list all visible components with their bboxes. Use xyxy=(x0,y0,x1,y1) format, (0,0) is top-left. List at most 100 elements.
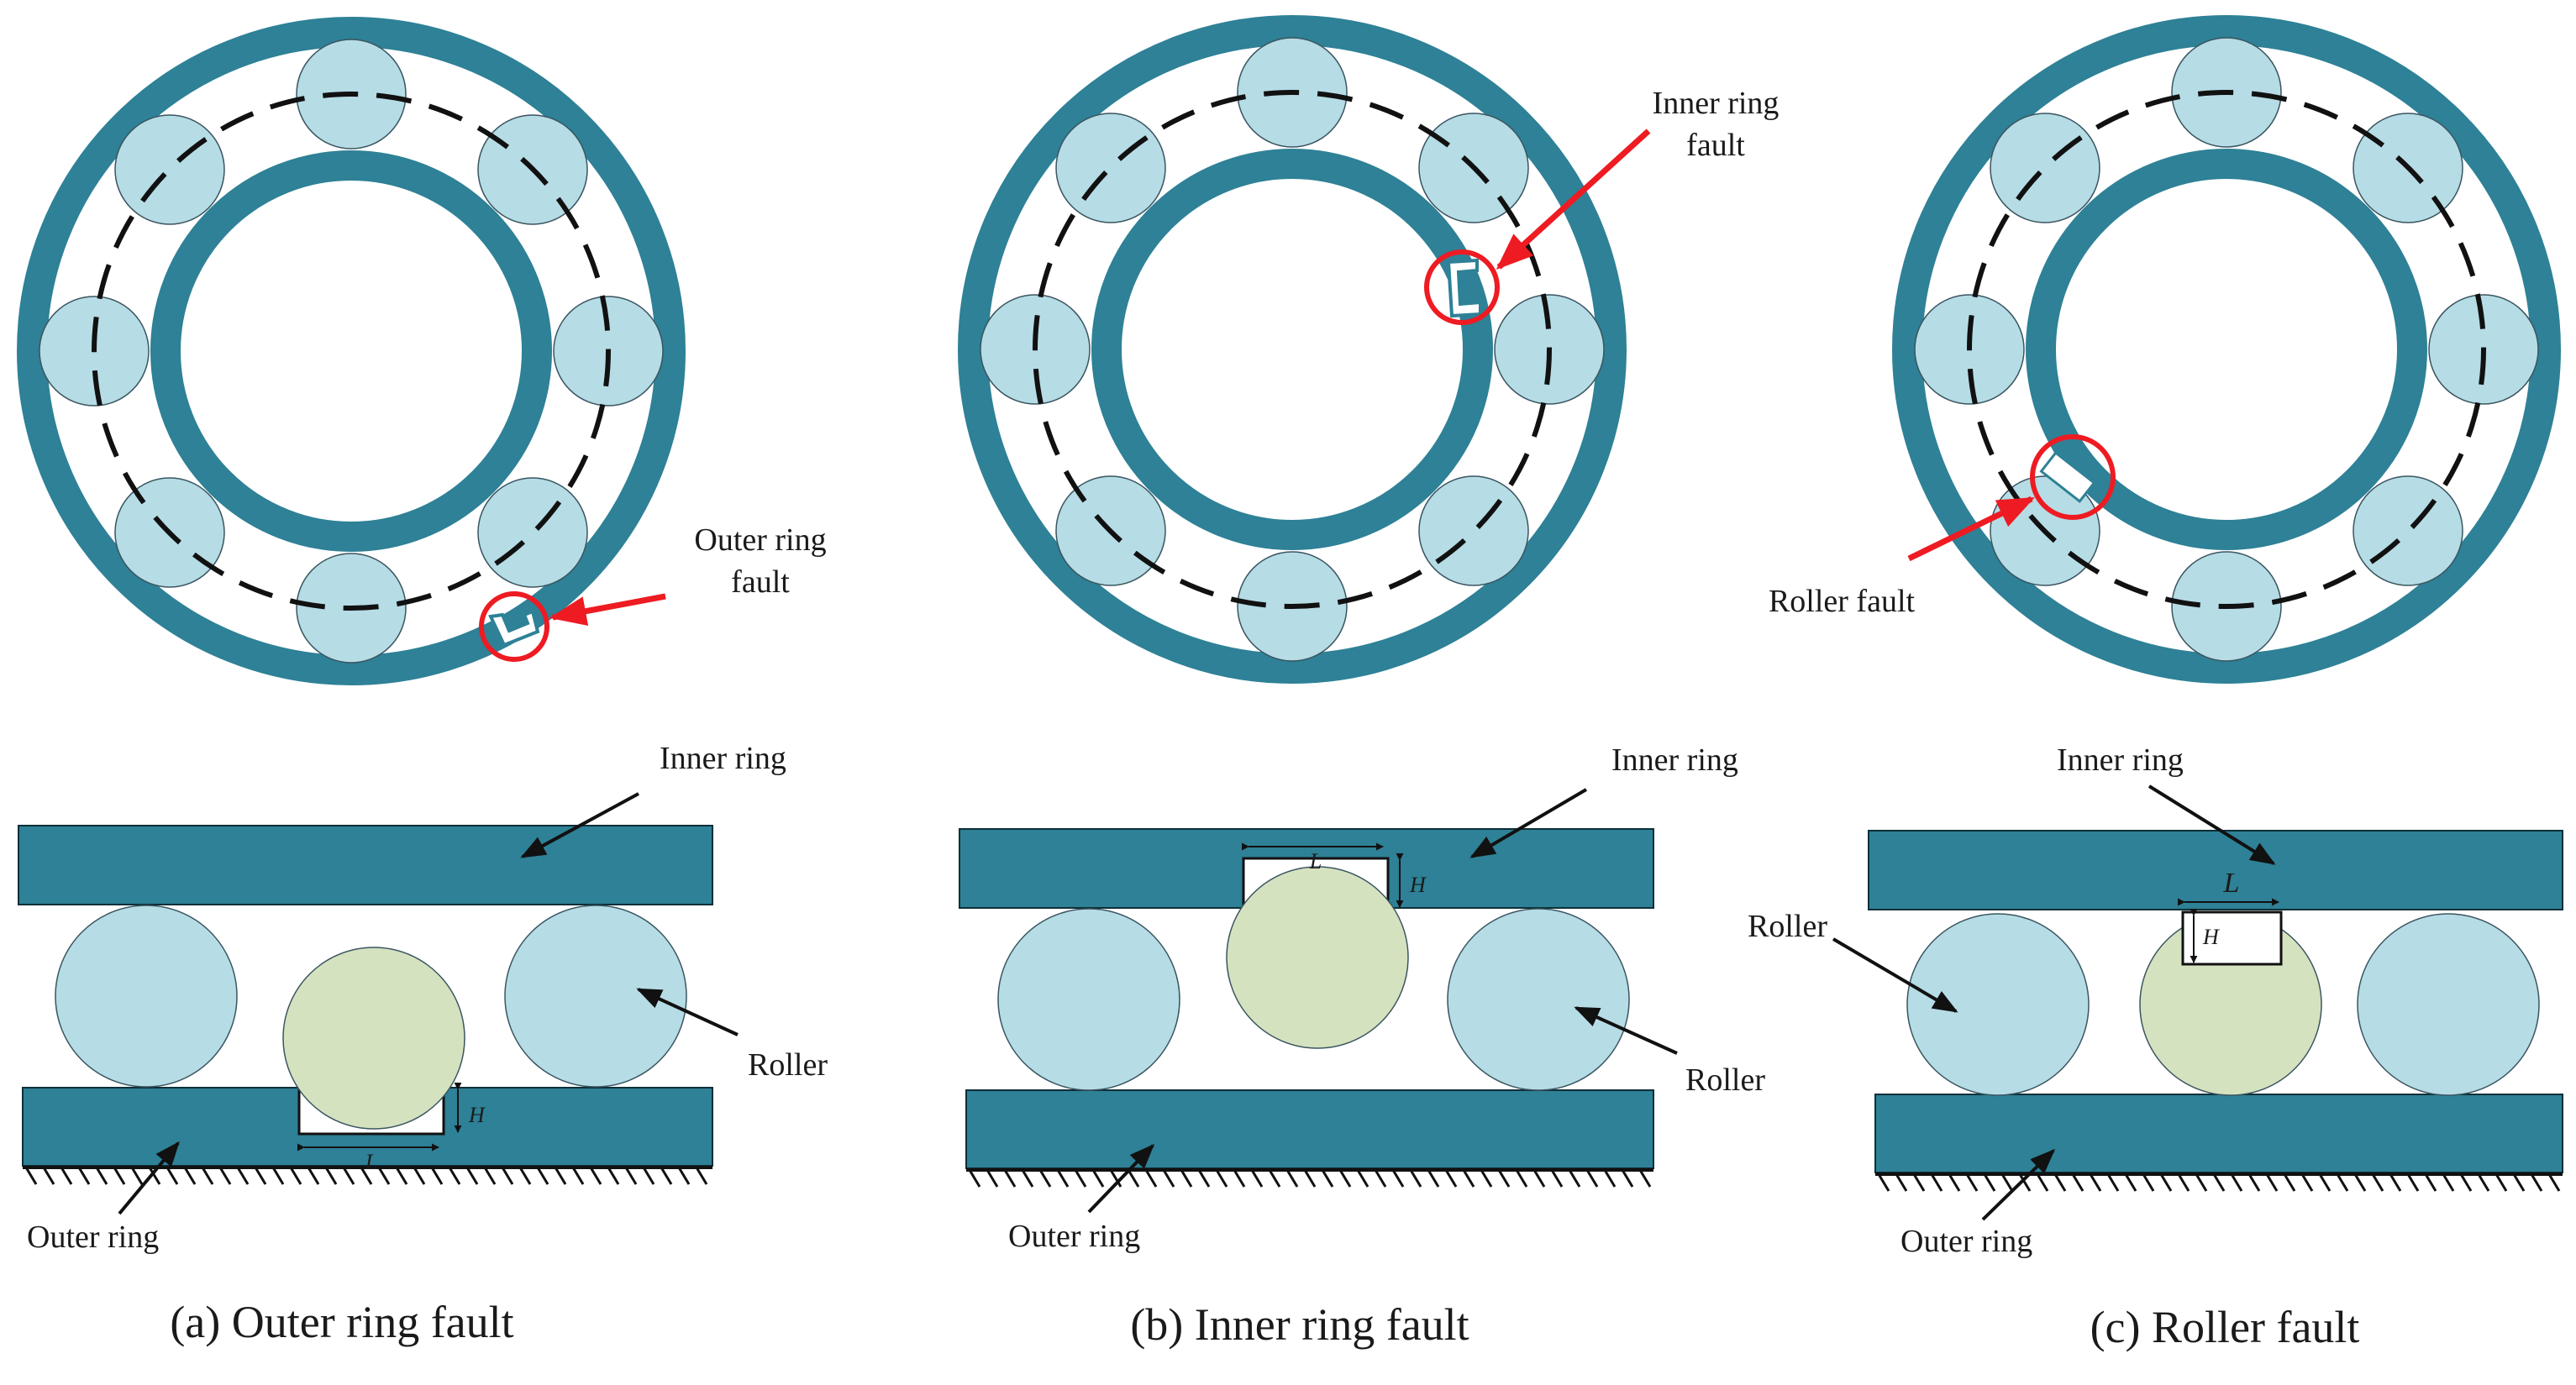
hatch-stroke xyxy=(1568,1169,1581,1188)
hatch-stroke xyxy=(60,1167,73,1185)
hatch-stroke xyxy=(2477,1173,2490,1192)
fault-marker-circle xyxy=(479,591,549,662)
cage xyxy=(92,92,611,611)
inner-ring-bar xyxy=(1868,830,2563,910)
hatch-stroke xyxy=(1965,1173,1979,1192)
panel-b: Inner ring fault L H Inner ring Roller O… xyxy=(958,15,1779,1350)
hatch-stroke xyxy=(536,1167,549,1185)
hatch-stroke xyxy=(1233,1169,1246,1188)
hatch-stroke xyxy=(2406,1173,2420,1192)
hatch-stroke xyxy=(2442,1173,2455,1192)
panel-caption: (c) Roller fault xyxy=(2090,1302,2360,1352)
hatch-stroke xyxy=(307,1167,320,1185)
outer-ring-pointer xyxy=(118,1141,180,1215)
hatch-stroke xyxy=(2124,1173,2137,1192)
roller xyxy=(55,905,238,1088)
hatch-stroke xyxy=(1285,1169,1299,1188)
hatch-stroke xyxy=(2530,1173,2543,1192)
hatch-stroke xyxy=(2336,1173,2349,1192)
cross-section-a: L H Inner ring Roller Outer ring (a) Out… xyxy=(18,741,828,1347)
hatch-stroke xyxy=(1109,1169,1122,1188)
inner-ring-defect xyxy=(1446,258,1482,318)
panel-caption: (a) Outer ring fault xyxy=(170,1297,513,1347)
hatch-stroke xyxy=(1038,1169,1052,1188)
hatch-stroke xyxy=(2459,1173,2473,1192)
hatch-stroke xyxy=(1444,1169,1458,1188)
hatch-stroke xyxy=(2089,1173,2102,1192)
outer-ring xyxy=(17,17,686,685)
inner-ring-pointer xyxy=(520,792,639,858)
hatch-stroke xyxy=(1948,1173,1961,1192)
outer-ring-bar xyxy=(1874,1094,2563,1173)
inner-ring xyxy=(1091,149,1493,550)
inner-ring xyxy=(150,150,552,552)
ground-hatch xyxy=(966,1168,1653,1188)
hatch-stroke xyxy=(1391,1169,1405,1188)
hatch-stroke xyxy=(1895,1173,1908,1192)
outer-ring-label: Outer ring xyxy=(1008,1219,1140,1254)
hatch-stroke xyxy=(1912,1173,1926,1192)
hatch-stroke xyxy=(1983,1173,1996,1192)
bearing-ring-view-b: Inner ring fault xyxy=(958,15,1779,684)
hatch-stroke xyxy=(2247,1173,2261,1192)
outer-ring-pointer xyxy=(1981,1148,2056,1221)
hatch-stroke xyxy=(2495,1173,2508,1192)
fault-label-line1: Outer ring xyxy=(694,522,826,558)
hatch-stroke xyxy=(2230,1173,2243,1192)
faulty-roller xyxy=(1226,866,1409,1049)
roller xyxy=(1055,113,1166,223)
hatch-stroke xyxy=(130,1167,144,1185)
hatch-stroke xyxy=(554,1167,567,1185)
hatch-stroke xyxy=(660,1167,673,1185)
dim-height-label: H xyxy=(2202,925,2220,949)
cage xyxy=(1033,90,1552,609)
bearing-ring-view-c: Roller fault xyxy=(1769,15,2561,684)
hatch-stroke xyxy=(2212,1173,2226,1192)
hatch-stroke xyxy=(589,1167,602,1185)
hatch-stroke xyxy=(1585,1169,1599,1188)
hatch-stroke xyxy=(518,1167,532,1185)
ground-hatch xyxy=(23,1166,712,1185)
outer-ring-defect xyxy=(488,609,540,648)
hatch-stroke xyxy=(42,1167,55,1185)
hatch-stroke xyxy=(1497,1169,1511,1188)
hatch-stroke xyxy=(2177,1173,2190,1192)
inner-ring-bar xyxy=(18,825,713,905)
hatch-stroke xyxy=(2283,1173,2296,1192)
inner-ring-label: Inner ring xyxy=(1611,742,1738,778)
hatch-stroke xyxy=(2106,1173,2120,1192)
dim-length-label: L xyxy=(1309,849,1322,873)
hatch-stroke xyxy=(271,1167,285,1185)
inner-ring-label: Inner ring xyxy=(2057,742,2184,778)
hatch-stroke xyxy=(148,1167,161,1185)
hatch-stroke xyxy=(430,1167,444,1185)
roller xyxy=(2357,913,2540,1096)
fault-label-line1: Roller fault xyxy=(1769,584,1916,619)
hatch-stroke xyxy=(342,1167,355,1185)
hatch-stroke xyxy=(95,1167,108,1185)
hatch-stroke xyxy=(1091,1169,1105,1188)
hatch-stroke xyxy=(465,1167,479,1185)
hatch-stroke xyxy=(501,1167,514,1185)
hatch-stroke xyxy=(1877,1173,1890,1192)
hatch-stroke xyxy=(2300,1173,2314,1192)
hatch-stroke xyxy=(2018,1173,2032,1192)
hatch-stroke xyxy=(2265,1173,2279,1192)
roller xyxy=(1418,475,1529,586)
rollers xyxy=(1914,37,2539,662)
hatch-stroke xyxy=(254,1167,267,1185)
hatch-stroke xyxy=(1480,1169,1493,1188)
outer-ring-label: Outer ring xyxy=(1900,1224,2032,1259)
roller-label: Roller xyxy=(1748,909,1827,944)
roller xyxy=(114,114,225,225)
hatch-stroke xyxy=(483,1167,497,1185)
rollers xyxy=(980,37,1605,662)
roller xyxy=(1447,908,1630,1091)
hatch-stroke xyxy=(1021,1169,1034,1188)
hatch-stroke xyxy=(607,1167,620,1185)
hatch-stroke xyxy=(1374,1169,1387,1188)
roller xyxy=(477,477,588,588)
hatch-stroke xyxy=(2053,1173,2067,1192)
hatch-stroke xyxy=(695,1167,708,1185)
fault-label-line2: fault xyxy=(1686,128,1745,163)
